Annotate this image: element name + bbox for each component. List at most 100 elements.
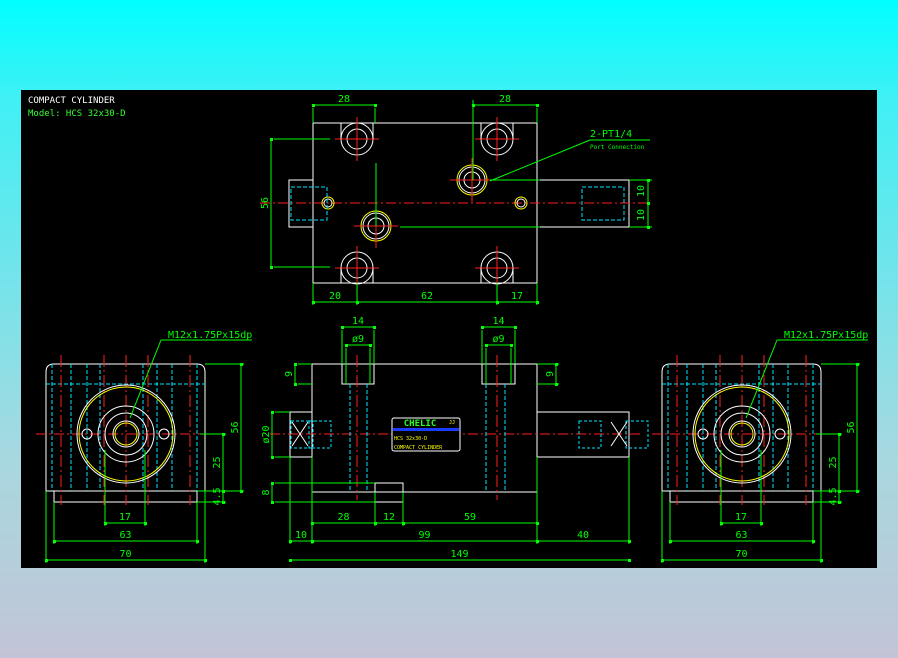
dimension-arrow — [720, 522, 723, 525]
dimension-arrow — [838, 490, 841, 493]
dimension-label: 63 — [119, 530, 131, 541]
dimension-arrow — [144, 522, 147, 525]
dimension-arrow — [374, 522, 377, 525]
dimension-label: 8 — [261, 489, 272, 495]
dimension-label: 10 — [636, 209, 647, 221]
dimension-arrow — [536, 104, 539, 107]
dimension-label: 4.5 — [212, 487, 223, 505]
bolt-hole — [81, 428, 93, 440]
port-callout-label: 2-PT1/4 — [590, 129, 632, 140]
dimension-label: 28 — [499, 94, 511, 105]
dimension-arrow — [270, 266, 273, 269]
air-port-bore — [323, 198, 333, 208]
dimension-label: ø20 — [261, 425, 272, 443]
dimension-arrow — [222, 433, 225, 436]
dimension-label: 10 — [295, 530, 307, 541]
dimension-label: 25 — [828, 456, 839, 468]
air-port-bore — [516, 198, 526, 208]
bolt-hole — [774, 428, 786, 440]
hidden-thread — [578, 420, 602, 449]
dimension-arrow — [53, 540, 56, 543]
top-view-left-port-boss — [288, 179, 314, 228]
dimension-label: 70 — [735, 549, 747, 560]
rod-seal — [713, 405, 771, 463]
dimension-arrow — [514, 326, 517, 329]
dimension-arrow — [485, 344, 488, 347]
dimension-label: ø9 — [352, 334, 364, 345]
dimension-arrow — [104, 522, 107, 525]
dimension-arrow — [294, 363, 297, 366]
port-callout-note: Port Connection — [590, 144, 645, 151]
thread-callout: M12x1.75Px15dp — [168, 330, 252, 341]
dimension-arrow — [312, 301, 315, 304]
piston-bore-inner — [694, 386, 790, 482]
dimension-arrow — [472, 104, 475, 107]
dimension-arrow — [271, 482, 274, 485]
air-port — [321, 196, 335, 210]
drawing-sheet — [21, 90, 877, 568]
dimension-label: 70 — [119, 549, 131, 560]
piston-bore — [692, 384, 792, 484]
dimension-arrow — [536, 540, 539, 543]
dimension-arrow — [271, 501, 274, 504]
leader-line — [489, 139, 591, 182]
dimension-arrow — [312, 104, 315, 107]
rod-thread — [728, 420, 756, 448]
dimension-arrow — [240, 490, 243, 493]
thread-callout: M12x1.75Px15dp — [784, 330, 868, 341]
dimension-label: 99 — [418, 530, 430, 541]
dimension-arrow — [669, 540, 672, 543]
dimension-label: 59 — [464, 512, 476, 523]
nameplate — [391, 417, 461, 452]
dimension-arrow — [240, 363, 243, 366]
dimension-arrow — [760, 522, 763, 525]
dimension-arrow — [373, 326, 376, 329]
dimension-label: 63 — [735, 530, 747, 541]
dimension-arrow — [496, 301, 499, 304]
leader-line — [745, 339, 778, 419]
thread-icon — [730, 422, 754, 446]
dimension-arrow — [356, 301, 359, 304]
dimension-label: 56 — [846, 421, 857, 433]
dimension-label: ø9 — [492, 334, 504, 345]
dimension-arrow — [270, 138, 273, 141]
bolt-hole — [158, 428, 170, 440]
dimension-label: 149 — [450, 549, 468, 560]
dimension-label: 28 — [338, 94, 350, 105]
dimension-arrow — [647, 202, 650, 205]
dimension-label: 62 — [421, 291, 433, 302]
nameplate-stripe — [393, 428, 459, 431]
dimension-arrow — [820, 559, 823, 562]
dimension-arrow — [647, 226, 650, 229]
dimension-arrow — [555, 383, 558, 386]
wrench-flat — [291, 421, 309, 447]
drawing-title: COMPACT CYLINDER — [28, 96, 115, 106]
dimension-arrow — [555, 363, 558, 366]
dimension-arrow — [271, 411, 274, 414]
wrench-flat — [610, 421, 628, 447]
dimension-label: 40 — [577, 530, 589, 541]
dimension-label: 14 — [492, 316, 504, 327]
dimension-label: 14 — [352, 316, 364, 327]
dimension-arrow — [369, 344, 372, 347]
dimension-arrow — [341, 326, 344, 329]
dimension-arrow — [661, 559, 664, 562]
nameplate-brand: CHELIC — [404, 419, 437, 429]
dimension-arrow — [856, 363, 859, 366]
leader-line — [129, 339, 162, 419]
dimension-arrow — [536, 301, 539, 304]
dimension-label: 25 — [212, 456, 223, 468]
nameplate-mark: JJ — [449, 420, 455, 426]
hidden-thread — [308, 420, 332, 449]
dimension-arrow — [628, 559, 631, 562]
dimension-arrow — [812, 540, 815, 543]
dimension-label: 56 — [230, 421, 241, 433]
model-label: Model: HCS 32x30-D — [28, 109, 126, 119]
nameplate-model: HCS 32x30-D — [394, 436, 427, 442]
dimension-label: 20 — [329, 291, 341, 302]
dimension-arrow — [222, 501, 225, 504]
mounting-slot — [481, 363, 516, 385]
air-port — [514, 196, 528, 210]
dimension-label: 9 — [284, 371, 295, 377]
